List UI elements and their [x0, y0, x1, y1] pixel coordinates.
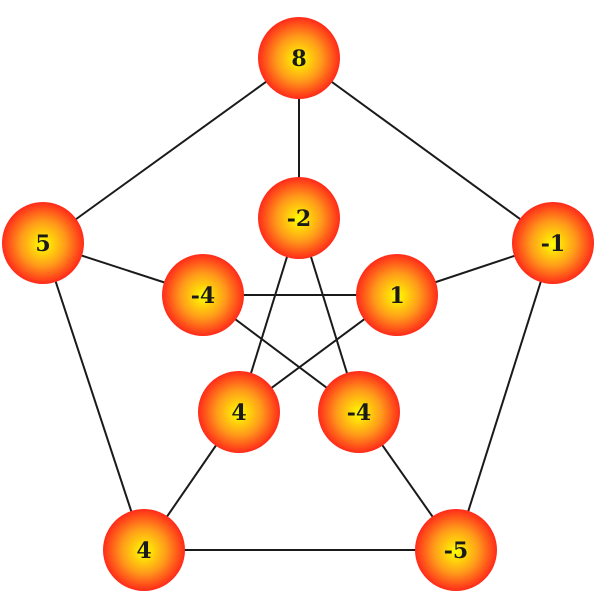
node-ball	[2, 202, 84, 284]
edge-outer-right-to-outer-bottom-right	[455, 242, 554, 551]
node-outer-right: -1	[512, 202, 594, 284]
node-ball	[356, 254, 438, 336]
node-value-label: -2	[287, 206, 311, 232]
node-inner-bottom-left: 4	[198, 371, 280, 453]
edge-outer-bottom-left-to-outer-left	[42, 242, 145, 551]
node-inner-bottom-right: -4	[318, 371, 400, 453]
node-outer-bottom-left: 4	[103, 509, 185, 591]
node-outer-left: 5	[2, 202, 84, 284]
node-value-label: 4	[136, 538, 151, 564]
node-ball	[318, 371, 400, 453]
node-ball	[258, 17, 340, 99]
node-ball	[258, 177, 340, 259]
edge-outer-left-to-outer-top	[42, 57, 300, 244]
edge-outer-top-to-outer-right	[298, 57, 554, 244]
node-value-label: -1	[541, 231, 565, 257]
node-ball	[198, 371, 280, 453]
node-outer-bottom-right: -5	[415, 509, 497, 591]
edges	[42, 57, 554, 551]
node-ball	[512, 202, 594, 284]
node-ball	[103, 509, 185, 591]
node-value-label: 4	[231, 400, 246, 426]
node-inner-right: 1	[356, 254, 438, 336]
node-ball	[415, 509, 497, 591]
node-value-label: 5	[35, 231, 50, 257]
node-value-label: -4	[191, 283, 215, 309]
nodes: 8 -1 -5 4 5 -2 1 -4 4 -4	[2, 17, 594, 591]
node-value-label: -5	[444, 538, 468, 564]
node-value-label: 8	[291, 46, 306, 72]
node-value-label: 1	[389, 283, 404, 309]
node-inner-left: -4	[162, 254, 244, 336]
node-inner-top: -2	[258, 177, 340, 259]
node-ball	[162, 254, 244, 336]
node-value-label: -4	[347, 400, 371, 426]
node-outer-top: 8	[258, 17, 340, 99]
